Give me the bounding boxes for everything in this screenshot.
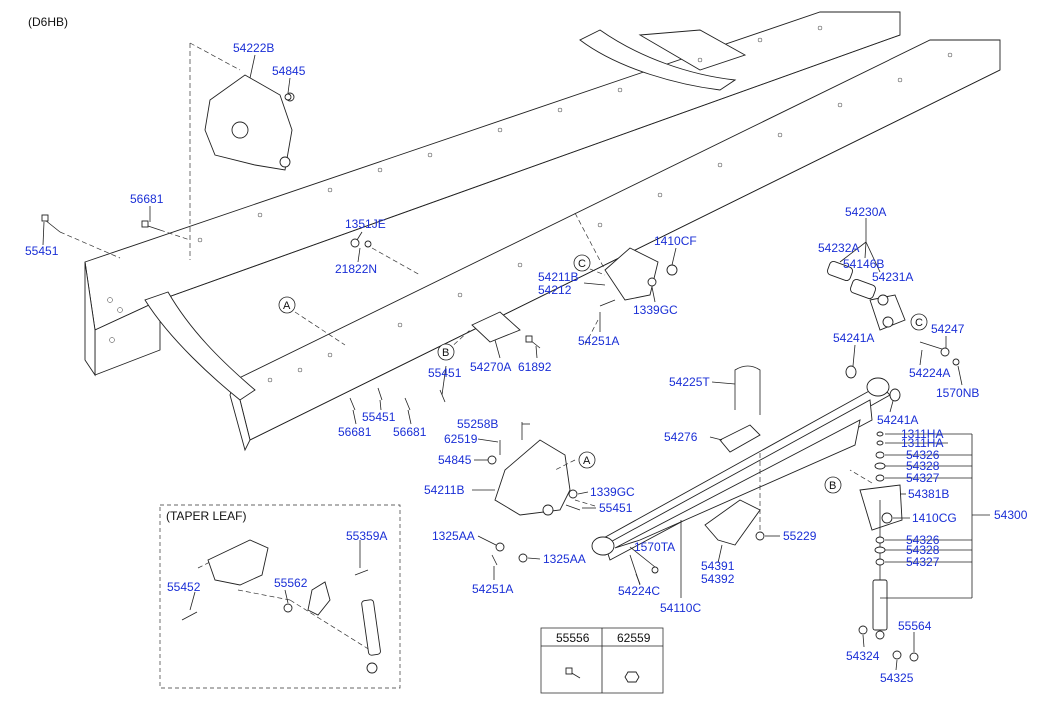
part-label-54391[interactable]: 54391 — [701, 559, 735, 573]
part-label-54230A[interactable]: 54230A — [845, 205, 886, 219]
fasteners — [41, 93, 960, 662]
part-label-56681-b2[interactable]: 56681 — [393, 425, 427, 439]
part-label-54326-2[interactable]: 54326 — [906, 533, 940, 547]
taper-leaf-title: (TAPER LEAF) — [166, 509, 246, 523]
part-label-54224A[interactable]: 54224A — [909, 366, 950, 380]
part-label-55564[interactable]: 55564 — [898, 619, 932, 633]
part-label-54326-1[interactable]: 54326 — [906, 448, 940, 462]
table-header-55556: 55556 — [556, 631, 590, 645]
part-label-1325AA-2[interactable]: 1325AA — [543, 552, 586, 566]
part-label-1311HA-2[interactable]: 1311HA — [901, 436, 943, 450]
part-label-54327-1[interactable]: 54327 — [906, 471, 940, 485]
hardware-table — [540, 627, 664, 694]
u-bolt-54225T — [734, 365, 761, 415]
part-label-56681-b1[interactable]: 56681 — [338, 425, 372, 439]
part-label-54224C[interactable]: 54224C — [618, 584, 660, 598]
part-label-55452[interactable]: 55452 — [167, 580, 201, 594]
part-label-54845-top[interactable]: 54845 — [272, 64, 306, 78]
part-label-54381B[interactable]: 54381B — [908, 487, 949, 501]
part-label-54325[interactable]: 54325 — [880, 671, 914, 685]
part-label-1325AA-1[interactable]: 1325AA — [432, 529, 475, 543]
part-label-54225T[interactable]: 54225T — [669, 375, 710, 389]
axle-seat-54391 — [704, 499, 761, 546]
taper-leaf-inset — [159, 504, 401, 689]
table-header-62559: 62559 — [617, 631, 651, 645]
ref-c-1: C — [578, 258, 586, 270]
part-label-1570NB[interactable]: 1570NB — [936, 386, 979, 400]
part-label-54845-mid[interactable]: 54845 — [438, 453, 472, 467]
part-label-1311HA-1[interactable]: 1311HA — [901, 427, 943, 441]
part-label-54324[interactable]: 54324 — [846, 649, 880, 663]
part-label-54328-1[interactable]: 54328 — [906, 459, 940, 473]
part-label-1351JE[interactable]: 1351JE — [345, 217, 386, 231]
part-label-54247[interactable]: 54247 — [931, 322, 965, 336]
front-hanger-bracket-54222B — [204, 74, 295, 171]
chassis-frame — [84, 11, 1001, 452]
part-label-55451-left[interactable]: 55451 — [25, 244, 59, 258]
part-label-54251A-top[interactable]: 54251A — [578, 334, 619, 348]
part-label-62519[interactable]: 62519 — [444, 432, 478, 446]
leader-lines — [42, 54, 990, 671]
part-label-56681-left[interactable]: 56681 — [130, 192, 164, 206]
part-label-54241A-1[interactable]: 54241A — [833, 331, 874, 345]
part-label-54110C[interactable]: 54110C — [660, 601, 701, 615]
part-label-54392[interactable]: 54392 — [701, 572, 735, 586]
part-label-54232A[interactable]: 54232A — [818, 241, 859, 255]
part-label-54276[interactable]: 54276 — [664, 430, 698, 444]
part-label-1410CG[interactable]: 1410CG — [912, 511, 957, 525]
part-label-55451-mid2[interactable]: 55451 — [362, 410, 396, 424]
part-label-54211B-top[interactable]: 54211B — [538, 270, 578, 284]
part-label-54251A-low[interactable]: 54251A — [472, 582, 513, 596]
leaf-spring-54110C — [591, 377, 891, 561]
part-label-1339GC-mid[interactable]: 1339GC — [590, 485, 635, 499]
front-hanger-bracket-54211B-mid — [494, 439, 571, 516]
ref-b-1: B — [442, 347, 449, 359]
part-label-1410CF[interactable]: 1410CF — [654, 234, 697, 248]
part-label-54211B-mid[interactable]: 54211B — [424, 483, 464, 497]
part-label-55451-mid[interactable]: 55451 — [428, 366, 462, 380]
spring-pad-54276 — [719, 424, 761, 453]
part-label-54328-2[interactable]: 54328 — [906, 543, 940, 557]
part-label-55229[interactable]: 55229 — [783, 529, 817, 543]
diagram-code: (D6HB) — [28, 15, 68, 29]
part-label-1339GC-top[interactable]: 1339GC — [633, 303, 678, 317]
part-label-55359A[interactable]: 55359A — [346, 529, 387, 543]
part-label-55562[interactable]: 55562 — [274, 576, 308, 590]
part-label-1570TA[interactable]: 1570TA — [634, 540, 675, 554]
shackle-54231A — [869, 294, 906, 331]
part-label-54146B[interactable]: 54146B — [843, 257, 884, 271]
part-label-54300[interactable]: 54300 — [994, 508, 1028, 522]
part-label-21822N[interactable]: 21822N — [335, 262, 377, 276]
bracket-54270A — [471, 311, 521, 343]
ref-a-2: A — [583, 455, 591, 467]
part-label-54212[interactable]: 54212 — [538, 283, 572, 297]
bumper-bracket-54381B — [859, 484, 903, 531]
ref-a-1: A — [283, 300, 291, 312]
part-label-54241A-2[interactable]: 54241A — [877, 413, 918, 427]
part-label-54270A[interactable]: 54270A — [470, 360, 511, 374]
reference-markers — [278, 254, 928, 494]
ref-c-2: C — [915, 317, 923, 329]
part-label-54222B[interactable]: 54222B — [233, 41, 274, 55]
washer-stack — [874, 431, 886, 566]
part-label-55451-low[interactable]: 55451 — [599, 501, 633, 515]
ref-b-2: B — [829, 480, 836, 492]
bushing-set-54232A — [827, 260, 876, 300]
part-label-54327-2[interactable]: 54327 — [906, 555, 940, 569]
rear-hanger-bracket-54211B-top — [604, 247, 678, 301]
part-label-54231A[interactable]: 54231A — [872, 270, 913, 284]
part-label-55258B[interactable]: 55258B — [457, 417, 498, 431]
part-label-61892[interactable]: 61892 — [518, 360, 552, 374]
